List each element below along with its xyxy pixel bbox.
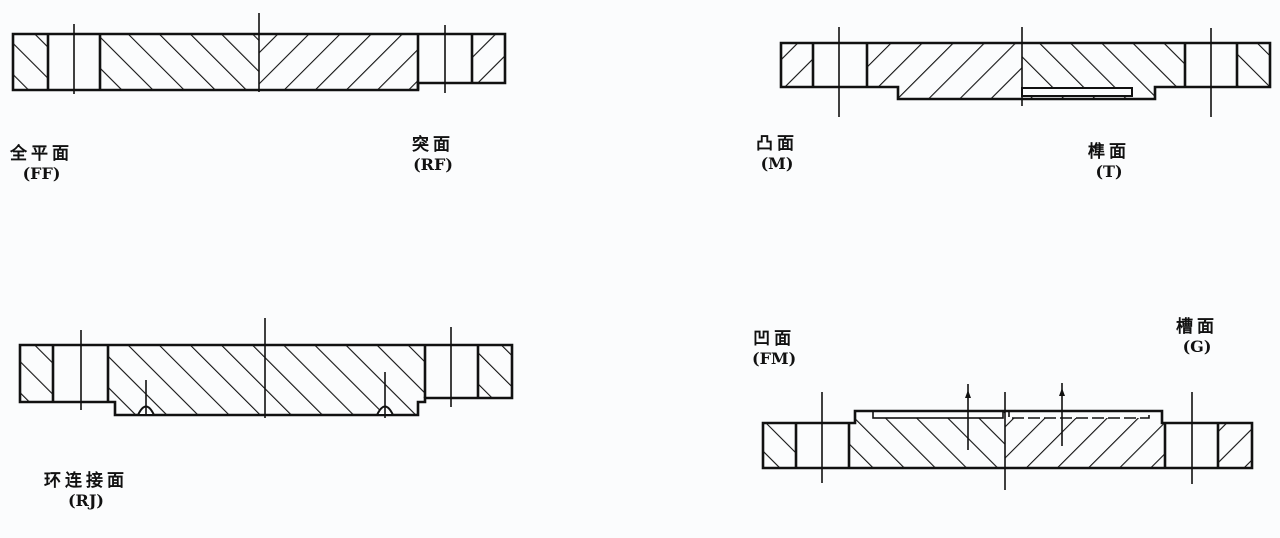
label-m-code: (M) [760, 153, 794, 173]
ff-left-ring-section [13, 34, 48, 90]
label-rj-code: (RJ) [67, 490, 104, 510]
rf-center-right-section [259, 34, 418, 90]
label-g-cn: 槽面 [1176, 317, 1218, 337]
label-rj: 环连接面 (RJ) [44, 471, 128, 510]
label-ff-code: (FF) [22, 163, 61, 183]
ff-center-left-section [100, 34, 259, 90]
label-t: 榫面 (T) [1088, 142, 1130, 181]
g-arrow-icon [1059, 388, 1065, 396]
rj-center-section [108, 345, 425, 415]
label-fm-cn: 凹面 [753, 329, 796, 349]
m-t-section [779, 27, 1272, 117]
tongue-face-section [1022, 43, 1185, 99]
groove-face-section [1005, 411, 1165, 468]
male-face-section [867, 43, 1022, 99]
rf-right-ring-section [472, 34, 505, 83]
label-t-cn: 榫面 [1088, 142, 1130, 162]
tongue-groove-slot [1021, 87, 1133, 97]
rj-section [18, 318, 514, 418]
female-face-section [849, 411, 1005, 468]
label-rf: 突面 (RF) [412, 135, 454, 174]
label-g: 槽面 (G) [1176, 317, 1218, 356]
label-g-code: (G) [1182, 336, 1212, 356]
label-t-code: (T) [1095, 161, 1123, 181]
fm-arrow-icon [965, 390, 971, 398]
label-m-cn: 凸面 [756, 134, 798, 154]
fm-g-section [761, 383, 1254, 490]
label-ff: 全平面 (FF) [10, 144, 73, 183]
label-m: 凸面 (M) [756, 134, 798, 173]
label-ff-cn: 全平面 [10, 144, 73, 164]
label-rf-code: (RF) [413, 154, 453, 174]
label-rf-cn: 突面 [412, 135, 454, 155]
label-fm-code: (FM) [752, 348, 797, 368]
ff-rf-section [11, 13, 507, 94]
label-fm: 凹面 (FM) [752, 329, 797, 368]
label-rj-cn: 环连接面 [44, 471, 128, 491]
